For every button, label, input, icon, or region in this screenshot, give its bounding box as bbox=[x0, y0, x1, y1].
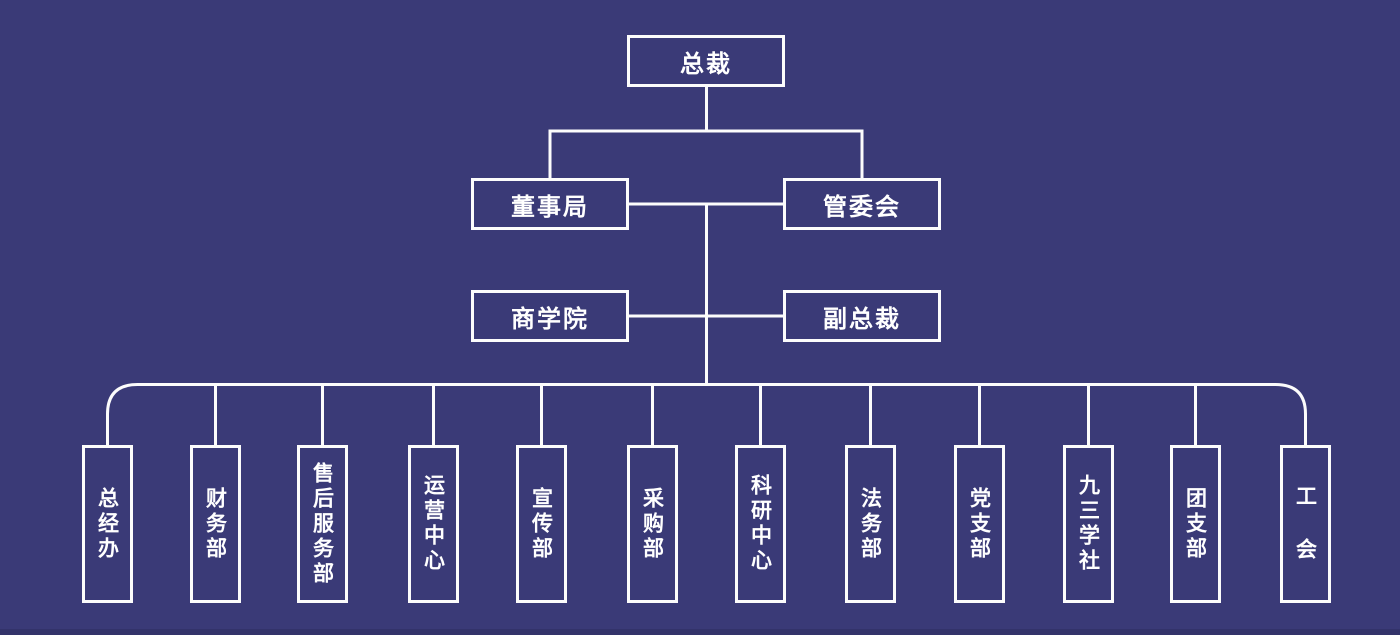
org-node-board-of-directors: 董事局 bbox=[471, 178, 629, 230]
connector-level2-tbar bbox=[548, 129, 864, 178]
org-node-research-center: 科研中心 bbox=[735, 445, 786, 603]
org-node-board-label: 董事局 bbox=[511, 192, 589, 221]
org-node-general-manager-office: 总经办 bbox=[82, 445, 133, 603]
org-node-aftersales-service-dept: 售后服务部 bbox=[297, 445, 348, 603]
org-node-school-label: 商学院 bbox=[511, 304, 589, 333]
org-node-committee-label: 管委会 bbox=[823, 192, 901, 221]
org-node-jiusan-society: 九三学社 bbox=[1063, 445, 1114, 603]
org-node-vp-label: 副总裁 bbox=[823, 304, 901, 333]
org-node-business-school: 商学院 bbox=[471, 290, 629, 342]
org-node-finance-dept: 财务部 bbox=[190, 445, 241, 603]
org-node-president-label: 总裁 bbox=[680, 49, 732, 78]
dept-label: 党支部 bbox=[967, 486, 992, 562]
org-node-youth-league-branch: 团支部 bbox=[1170, 445, 1221, 603]
connector-department-drops bbox=[214, 384, 1197, 445]
dept-label: 法务部 bbox=[858, 486, 883, 562]
dept-label: 科研中心 bbox=[748, 474, 773, 574]
org-node-legal-dept: 法务部 bbox=[845, 445, 896, 603]
org-node-president: 总裁 bbox=[627, 35, 785, 87]
dept-label: 宣传部 bbox=[529, 486, 554, 562]
org-node-vice-president: 副总裁 bbox=[783, 290, 941, 342]
org-node-management-committee: 管委会 bbox=[783, 178, 941, 230]
dept-label: 九三学社 bbox=[1076, 474, 1101, 574]
connector-bottom-bus bbox=[106, 383, 1307, 445]
dept-label: 总经办 bbox=[95, 486, 120, 562]
org-node-operations-center: 运营中心 bbox=[408, 445, 459, 603]
org-node-publicity-dept: 宣传部 bbox=[516, 445, 567, 603]
org-node-party-branch: 党支部 bbox=[954, 445, 1005, 603]
org-node-procurement-dept: 采购部 bbox=[627, 445, 678, 603]
dept-label: 财务部 bbox=[203, 486, 228, 562]
dept-label: 售后服务部 bbox=[310, 461, 335, 587]
dept-label: 运营中心 bbox=[421, 474, 446, 574]
dept-label: 团支部 bbox=[1183, 486, 1208, 562]
org-node-labor-union: 工 会 bbox=[1280, 445, 1331, 603]
dept-label: 工 会 bbox=[1293, 485, 1318, 563]
bottom-edge-strip bbox=[0, 629, 1400, 635]
dept-label: 采购部 bbox=[640, 486, 665, 562]
